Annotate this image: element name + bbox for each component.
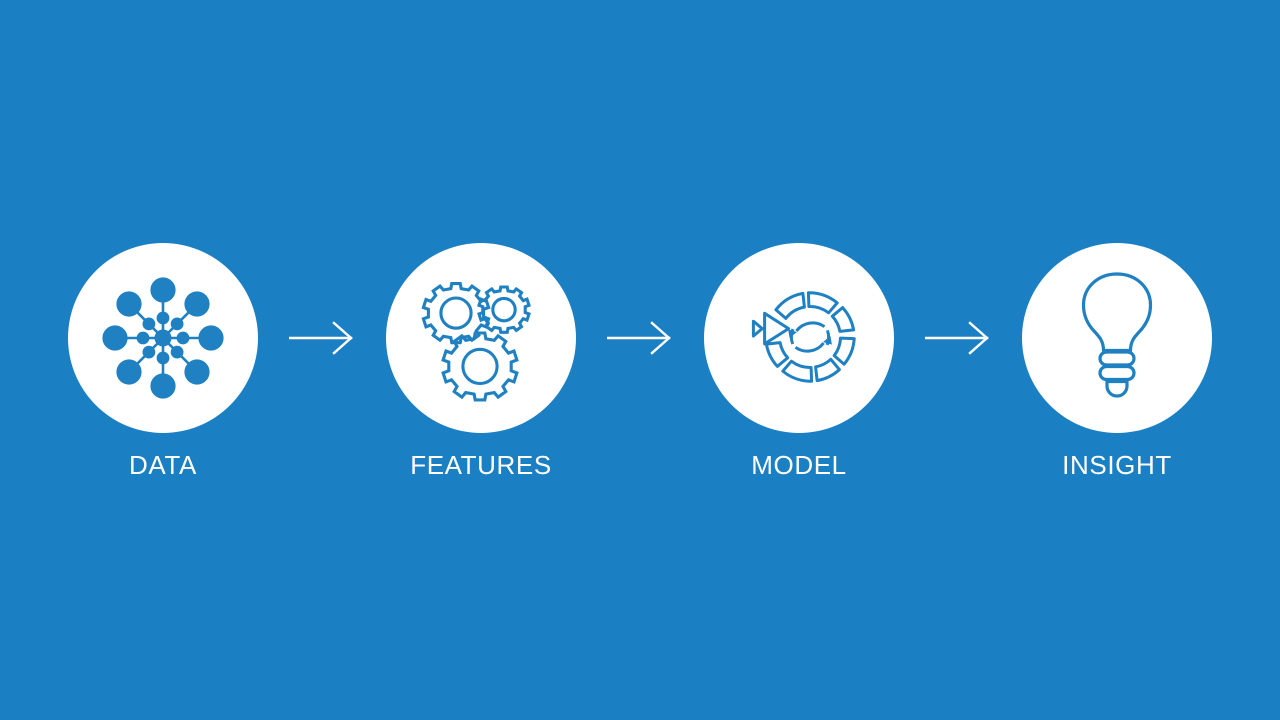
arrow-right-icon (607, 320, 673, 356)
model-wheel-icon (732, 271, 866, 405)
stage-label-features: FEATURES (410, 449, 552, 480)
lightbulb-icon (1062, 271, 1172, 405)
stage-data[interactable]: DATA (65, 242, 261, 480)
arrow-right-icon (289, 320, 355, 356)
stage-label-data: DATA (129, 449, 197, 480)
stage-disc-data[interactable] (68, 242, 258, 433)
stage-disc-model[interactable] (704, 242, 894, 433)
stage-insight[interactable]: INSIGHT (1019, 242, 1215, 480)
arrow-right-icon (925, 320, 991, 356)
stage-model[interactable]: MODEL (701, 242, 897, 480)
stage-features[interactable]: FEATURES (383, 242, 579, 480)
gears-icon (415, 272, 547, 404)
connector-model-to-insight (897, 243, 1019, 433)
network-hub-icon (97, 272, 229, 404)
stage-disc-insight[interactable] (1022, 242, 1212, 433)
connector-features-to-model (579, 243, 701, 433)
connector-data-to-features (261, 243, 383, 433)
stage-label-model: MODEL (751, 449, 847, 480)
stage-disc-features[interactable] (386, 242, 576, 433)
stage-label-insight: INSIGHT (1062, 449, 1172, 480)
